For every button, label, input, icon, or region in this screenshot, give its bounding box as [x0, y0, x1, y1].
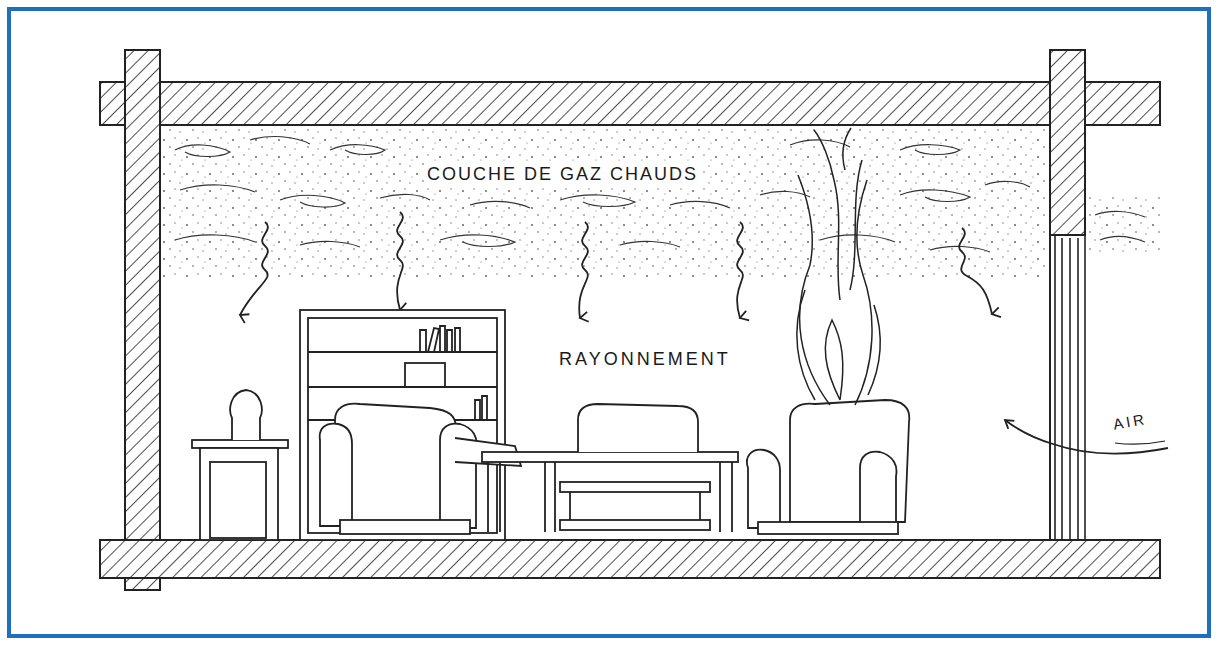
radiation-label: RAYONNEMENT: [556, 348, 734, 371]
air-inflow-arrow: [1115, 441, 1165, 444]
chair: [578, 404, 698, 452]
burning-armchair: [758, 522, 898, 534]
door-opening: [1054, 235, 1056, 540]
bookshelf: [308, 386, 497, 388]
hot-gas-layer: [180, 185, 255, 192]
hot-gas-layer: [900, 145, 960, 155]
hot-gas-layer: [985, 181, 1030, 187]
fire-plume: [868, 305, 880, 395]
hot-gas-layer: [175, 235, 255, 242]
coffee-table: [499, 462, 501, 532]
fire-plume: [797, 128, 880, 405]
hot-gas-layer: [330, 145, 385, 155]
hot-gas-layer: [175, 137, 1145, 252]
fire-plume: [850, 160, 862, 290]
hot-gas-layer: [440, 235, 515, 247]
hot-gas-layer: [670, 201, 730, 208]
hot-gas-layer: [1100, 236, 1145, 242]
lamp-table: [200, 448, 278, 540]
radiation-arrows: [397, 212, 403, 310]
chair: [560, 482, 710, 492]
coffee-table: [731, 462, 733, 532]
radiation-arrows: [959, 228, 992, 314]
bookshelf: [405, 363, 445, 387]
building-structure: [100, 540, 1160, 578]
hot-gas-layer: [300, 241, 360, 247]
burning-armchair: [747, 450, 780, 528]
hot-gas-layer: [790, 140, 850, 147]
coffee-table: [554, 462, 556, 532]
hot-gas-layer: [760, 191, 810, 197]
air-label: AIR: [1109, 409, 1152, 435]
fire-plume: [825, 320, 843, 400]
armchair: [320, 404, 521, 534]
bookshelf: [308, 351, 497, 353]
radiation-arrows: [579, 222, 588, 318]
bookshelf: [308, 318, 497, 533]
blue-frame: [9, 9, 1209, 636]
building-structure: [160, 125, 1050, 540]
radiation-arrows: [240, 222, 268, 315]
door-opening: [1052, 235, 1085, 540]
fire-plume: [798, 175, 830, 405]
lamp-table: [210, 462, 266, 538]
coffee-table: [482, 452, 738, 462]
hot-gas-layer: [900, 190, 970, 202]
lamp-table: [230, 390, 262, 440]
door-opening: [1069, 238, 1071, 540]
hot-gas-layer: [1085, 195, 1160, 255]
hot-gas-layer: [560, 195, 635, 207]
hot-gas-layer: [162, 127, 1160, 277]
armchair: [340, 520, 470, 534]
building-structure: [100, 82, 1160, 125]
lamp-table: [192, 440, 288, 448]
hot-gas-layer: [380, 194, 430, 200]
hot-gas-layer: [250, 137, 310, 144]
building-structure: [1050, 50, 1085, 235]
door-opening: [1061, 238, 1063, 540]
bookshelf: [300, 310, 505, 540]
chair: [560, 520, 710, 530]
fire-plume: [855, 180, 872, 405]
fire-plume: [843, 128, 851, 170]
building-structure: [100, 50, 1160, 590]
burning-armchair: [860, 452, 896, 528]
bookshelf: [420, 326, 460, 352]
hot-gas-layer: [175, 145, 230, 157]
hot-gas-layer: [280, 195, 345, 207]
coffee-table: [482, 452, 738, 532]
hot-gas-layer: [1095, 211, 1145, 217]
radiation-arrows: [240, 212, 992, 318]
bookshelf: [300, 310, 505, 540]
lamp-table: [192, 390, 288, 540]
radiation-arrows: [737, 222, 743, 318]
building-structure: [125, 50, 160, 590]
hot-gas-layer: [470, 201, 530, 208]
armchair: [335, 404, 456, 523]
burning-armchair: [747, 400, 909, 534]
coffee-table: [487, 462, 489, 532]
fire-plume: [797, 290, 815, 400]
fire-plume: [814, 130, 840, 300]
door-opening: [1077, 238, 1079, 540]
chair: [560, 404, 710, 530]
hot-gas-layer: [620, 241, 680, 247]
hot-gas-layer: [162, 127, 1048, 277]
bookshelf: [475, 396, 487, 420]
armchair: [320, 424, 352, 526]
coffee-table: [719, 462, 721, 532]
door-opening: [1052, 234, 1085, 236]
layer-label: COUCHE DE GAZ CHAUDS: [424, 163, 701, 186]
coffee-table: [544, 462, 546, 532]
door-opening: [1084, 235, 1086, 540]
